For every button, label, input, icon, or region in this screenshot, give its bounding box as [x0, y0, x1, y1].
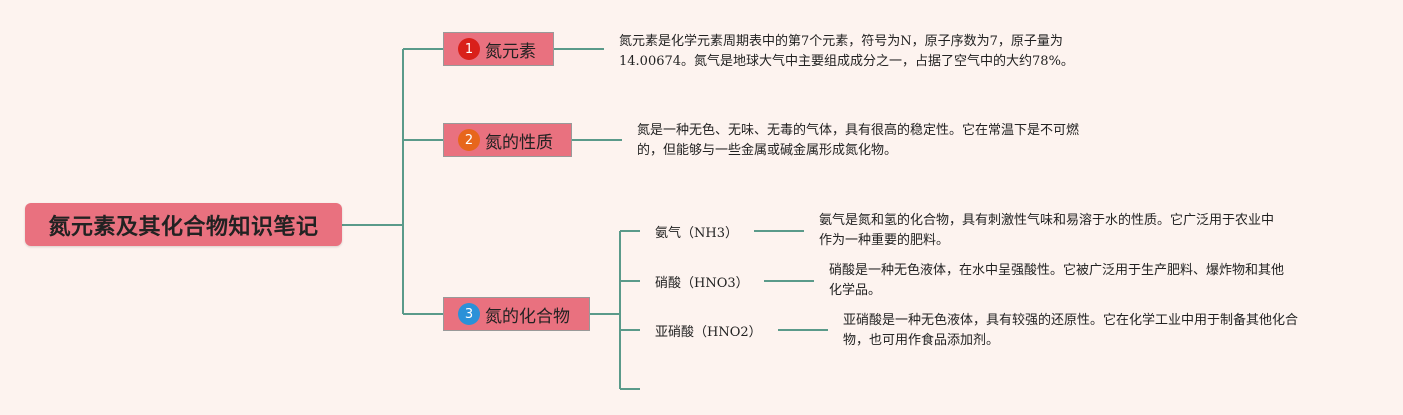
- desc-line: 硝酸是一种无色液体，在水中呈强酸性。它被广泛用于生产肥料、爆炸物和其他: [829, 263, 1285, 278]
- topic-description: 氮是一种无色、无味、无毒的气体，具有很高的稳定性。它在常温下是不可燃 的，但能够…: [637, 121, 1079, 161]
- subtopic-nitric-acid[interactable]: 硝酸（HNO3）: [655, 276, 749, 291]
- desc-line: 氮是一种无色、无味、无毒的气体，具有很高的稳定性。它在常温下是不可燃: [637, 123, 1080, 138]
- subtopic-description: 氨气是氮和氢的化合物，具有刺激性气味和易溶于水的性质。它广泛用于农业中 作为一种…: [819, 211, 1274, 251]
- root-node[interactable]: 氮元素及其化合物知识笔记: [25, 203, 342, 246]
- desc-line: 氨气是氮和氢的化合物，具有刺激性气味和易溶于水的性质。它广泛用于农业中: [819, 213, 1275, 228]
- number-badge-icon: 1: [458, 38, 480, 60]
- desc-line: 物，也可用作食品添加剂。: [843, 333, 1000, 348]
- desc-line: 亚硝酸是一种无色液体，具有较强的还原性。它在化学工业中用于制备其他化合: [843, 313, 1299, 328]
- topic-label: 氮的化合物: [485, 306, 570, 327]
- root-title: 氮元素及其化合物知识笔记: [48, 214, 319, 240]
- subtopic-ammonia[interactable]: 氨气（NH3）: [655, 226, 738, 241]
- subtopic-nitrous-acid[interactable]: 亚硝酸（HNO2）: [655, 325, 762, 340]
- topic-nitrogen-element[interactable]: 1 氮元素: [443, 32, 554, 66]
- subtopic-description: 亚硝酸是一种无色液体，具有较强的还原性。它在化学工业中用于制备其他化合 物，也可…: [843, 311, 1298, 351]
- subtopic-description: 硝酸是一种无色液体，在水中呈强酸性。它被广泛用于生产肥料、爆炸物和其他 化学品。: [829, 261, 1284, 301]
- number-badge-icon: 3: [458, 303, 480, 325]
- desc-line: 作为一种重要的肥料。: [819, 233, 950, 248]
- topic-label: 氮的性质: [485, 132, 553, 153]
- topic-nitrogen-properties[interactable]: 2 氮的性质: [443, 123, 572, 157]
- topic-nitrogen-compounds[interactable]: 3 氮的化合物: [443, 297, 590, 331]
- desc-line: 的，但能够与一些金属或碱金属形成氮化物。: [637, 143, 898, 158]
- desc-line: 14.00674。氮气是地球大气中主要组成成分之一，占据了空气中的大约78%。: [619, 54, 1074, 69]
- desc-line: 氮元素是化学元素周期表中的第7个元素，符号为N，原子序数为7，原子量为: [619, 34, 1063, 49]
- topic-description: 氮元素是化学元素周期表中的第7个元素，符号为N，原子序数为7，原子量为 14.0…: [619, 32, 1074, 72]
- number-badge-icon: 2: [458, 129, 480, 151]
- desc-line: 化学品。: [829, 283, 882, 298]
- topic-label: 氮元素: [485, 41, 536, 62]
